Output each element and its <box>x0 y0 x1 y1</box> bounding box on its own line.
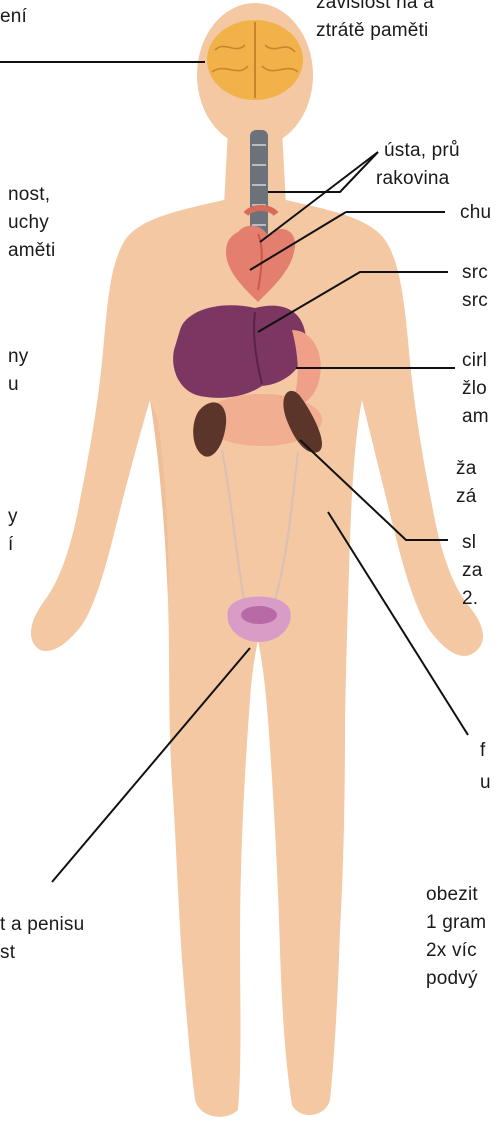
label-left-bottom-2: st <box>0 942 15 964</box>
label-right-obesity-3: 2x víc <box>426 940 477 962</box>
label-right-fertility-1: f <box>480 740 485 762</box>
label-left-top: ení <box>0 6 27 28</box>
label-right-kidney-1: sl <box>462 532 476 554</box>
label-right-liver-1: cirl <box>462 350 487 372</box>
label-right-heart-1: src <box>462 262 488 284</box>
label-right-stomach-1: ža <box>456 458 476 480</box>
label-right-top-1: závislost na a <box>316 0 434 14</box>
label-left-upper-1: nost, <box>8 184 50 206</box>
label-left-mid-1: ny <box>8 346 28 368</box>
label-right-obesity-1: obezit <box>426 884 478 906</box>
label-right-obesity-4: podvý <box>426 968 478 990</box>
label-right-mouth-2: rakovina <box>376 168 449 190</box>
label-right-liver-2: žlo <box>462 378 487 400</box>
label-right-stomach-2: zá <box>456 486 476 508</box>
label-right-top-2: ztrátě paměti <box>316 20 428 42</box>
label-right-obesity-2: 1 gram <box>426 912 486 934</box>
label-right-kidney-2: za <box>462 560 482 582</box>
brain <box>207 20 303 100</box>
label-left-bottom-1: t a penisu <box>0 914 84 936</box>
label-right-fertility-2: u <box>480 772 491 794</box>
label-right-liver-3: am <box>462 406 489 428</box>
label-right-mouth-1: ústa, prů <box>384 140 460 162</box>
label-left-upper-2: uchy <box>8 212 49 234</box>
label-right-kidney-3: 2. <box>462 588 478 610</box>
label-left-mid-2: u <box>8 374 19 396</box>
label-left-upper-3: aměti <box>8 240 55 262</box>
label-right-heart-2: src <box>462 290 488 312</box>
label-left-low-2: í <box>8 534 13 556</box>
label-right-chu: chu <box>460 202 491 224</box>
label-left-low-1: y <box>8 506 18 528</box>
esophagus <box>250 130 268 238</box>
